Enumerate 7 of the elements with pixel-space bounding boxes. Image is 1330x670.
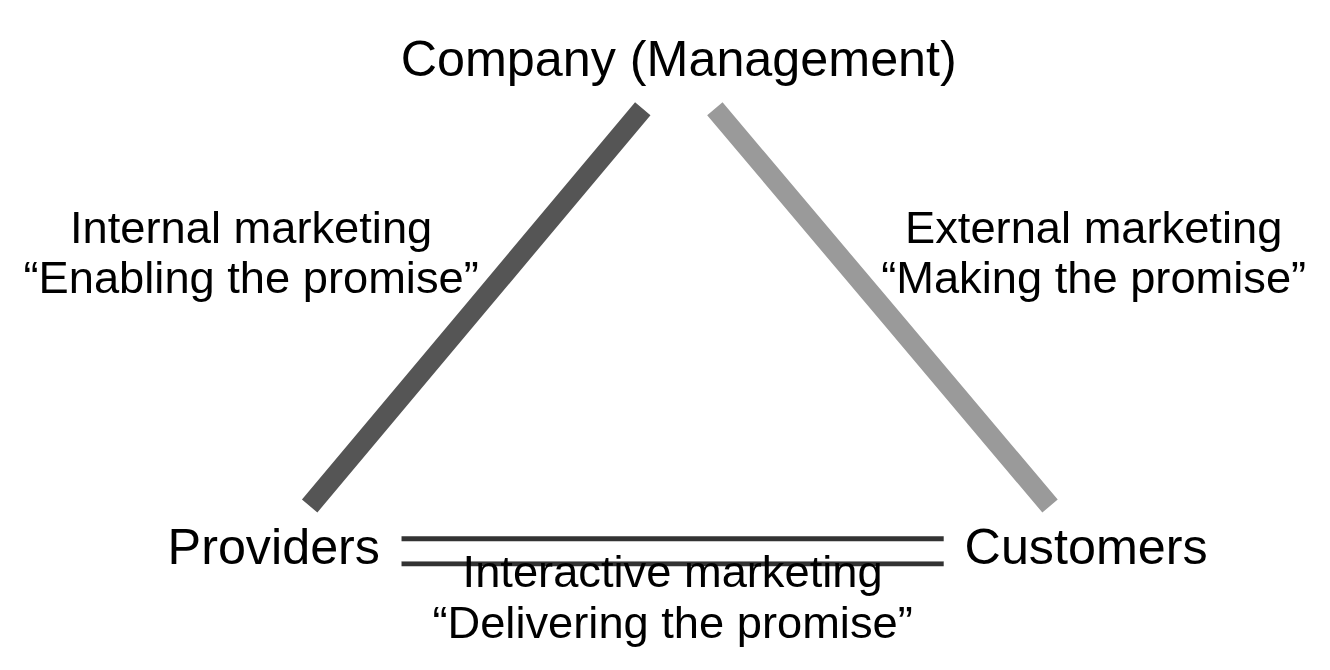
node-text: Customers bbox=[964, 517, 1208, 575]
edge-label: Internal marketing “Enabling the promise” bbox=[23, 202, 479, 304]
edge-label: External marketing “Making the promise” bbox=[880, 202, 1306, 304]
node-text: Company (Management) bbox=[400, 29, 957, 87]
connector bbox=[706, 102, 1058, 513]
node-text: Providers bbox=[167, 517, 380, 575]
connector bbox=[301, 102, 650, 513]
